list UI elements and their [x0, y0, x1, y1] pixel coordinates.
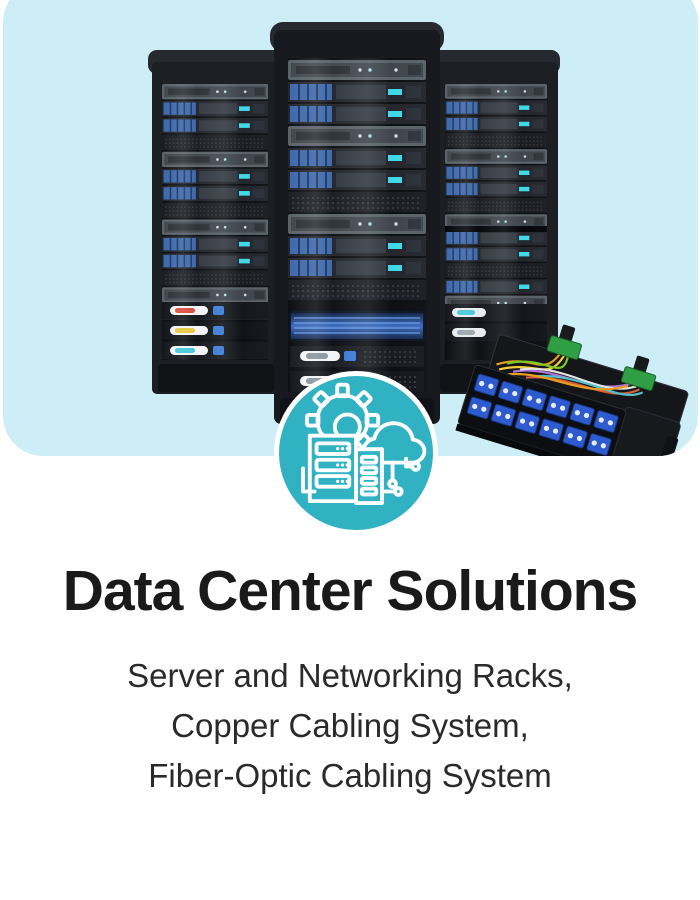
server-cloud-gear-icon: [301, 382, 427, 505]
right-server-rack: [432, 50, 560, 394]
left-server-rack: [148, 50, 282, 394]
card-title: Data Center Solutions: [62, 559, 638, 623]
description-line-1: Server and Networking Racks,: [127, 657, 573, 694]
data-center-badge: [274, 371, 438, 535]
fiber-patch-panel: [455, 324, 689, 456]
card-description: Server and Networking Racks, Copper Cabl…: [0, 651, 700, 801]
hero-image-panel: [3, 0, 698, 456]
description-line-2: Copper Cabling System,: [171, 707, 529, 744]
description-line-3: Fiber-Optic Cabling System: [148, 757, 552, 794]
center-server-rack: [270, 22, 444, 424]
server-racks-illustration: [148, 22, 689, 456]
